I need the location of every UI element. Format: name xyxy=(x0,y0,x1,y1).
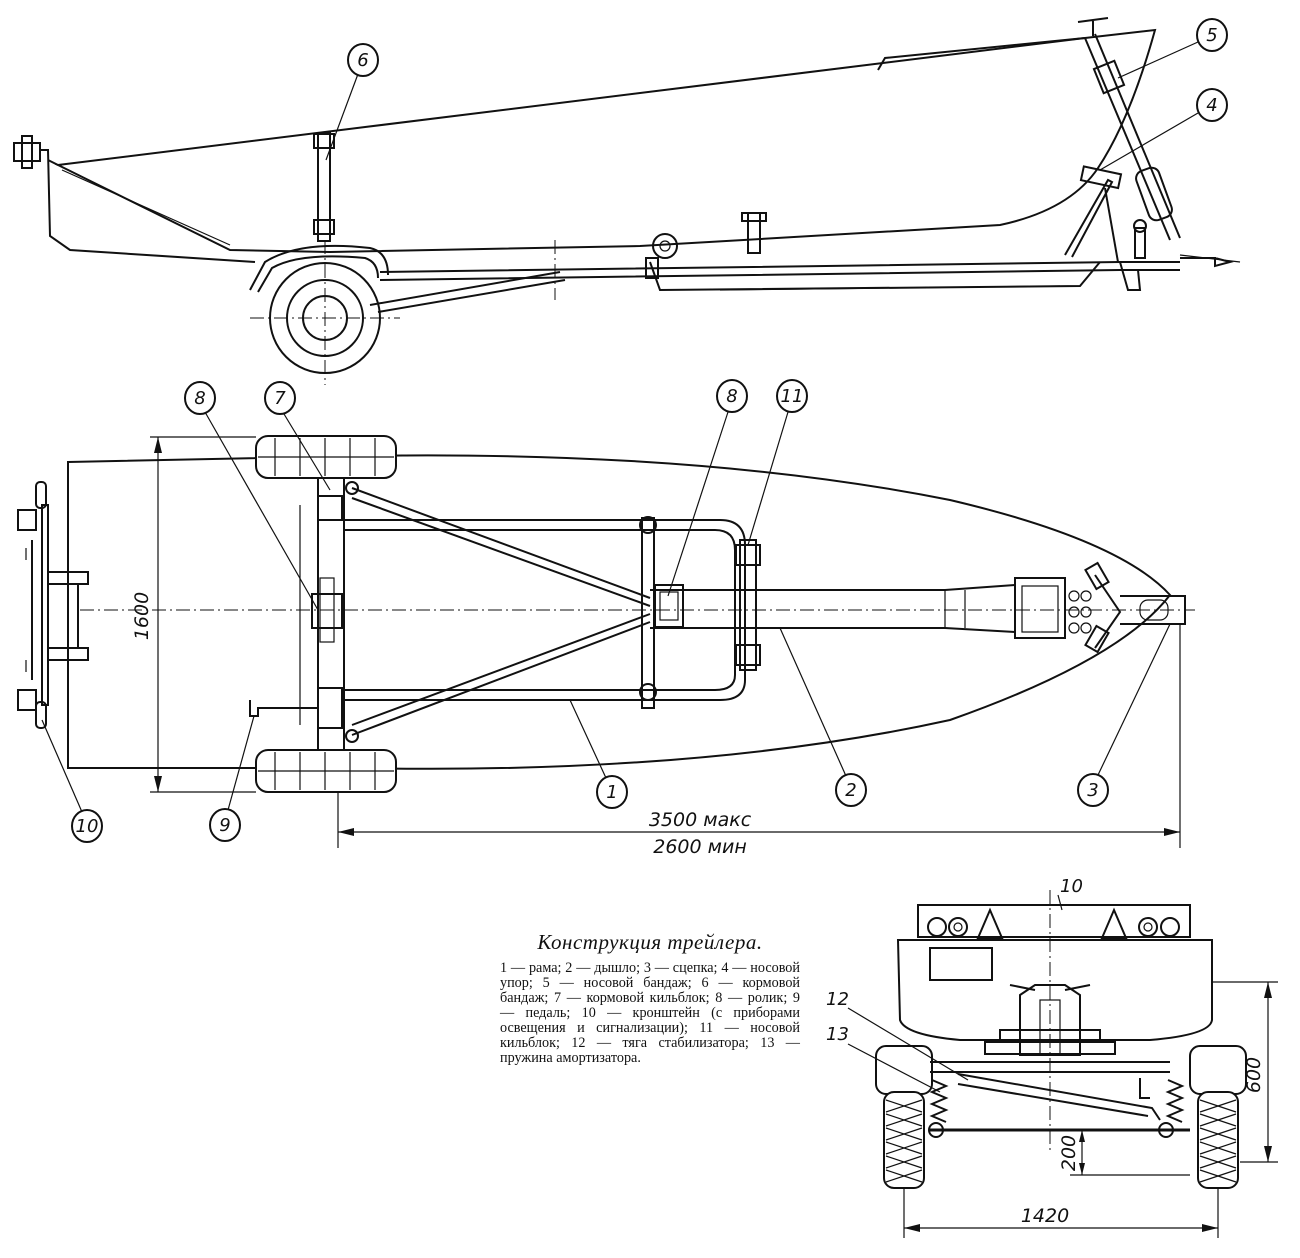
dim-1420: 1420 xyxy=(1021,1205,1069,1227)
top-view: 1600 3500 макс 2600 мин 8 7 8 11 10 9 1 … xyxy=(17,379,1195,858)
callout-12: 12 xyxy=(826,989,849,1010)
dim-length-min: 2600 мин xyxy=(653,836,747,858)
callout-8-rear: 8 xyxy=(194,388,205,409)
side-view: 6 5 4 xyxy=(13,17,1241,385)
callout-11: 11 xyxy=(781,386,804,407)
callout-13: 13 xyxy=(826,1024,849,1045)
callout-1: 1 xyxy=(606,782,617,803)
rear-wheel-left xyxy=(875,1045,933,1189)
wheel-top xyxy=(255,435,397,479)
dim-1600: 1600 xyxy=(131,592,153,640)
callout-7: 7 xyxy=(274,388,286,409)
callout-2: 2 xyxy=(845,780,856,801)
rear-view: 600 200 1420 10 12 13 xyxy=(826,876,1278,1238)
callout-3: 3 xyxy=(1087,780,1098,801)
caption: Конструкция трейлера. 1 — рама; 2 — дышл… xyxy=(500,930,800,1066)
callout-8-front: 8 xyxy=(726,386,737,407)
callout-4: 4 xyxy=(1206,95,1217,116)
caption-title: Конструкция трейлера. xyxy=(537,930,763,954)
rear-wheel-right xyxy=(1189,1045,1247,1189)
callout-rear-10: 10 xyxy=(1060,876,1083,897)
callout-9: 9 xyxy=(219,815,230,836)
callout-6: 6 xyxy=(357,50,368,71)
caption-body: 1 — рама; 2 — дышло; 3 — сцепка; 4 — нос… xyxy=(500,960,800,1066)
dim-200: 200 xyxy=(1058,1135,1080,1171)
dim-length-max: 3500 макс xyxy=(649,809,752,831)
wheel-bottom xyxy=(255,749,397,793)
callout-10: 10 xyxy=(76,816,99,837)
dim-600: 600 xyxy=(1243,1057,1265,1093)
callout-5: 5 xyxy=(1206,25,1217,46)
